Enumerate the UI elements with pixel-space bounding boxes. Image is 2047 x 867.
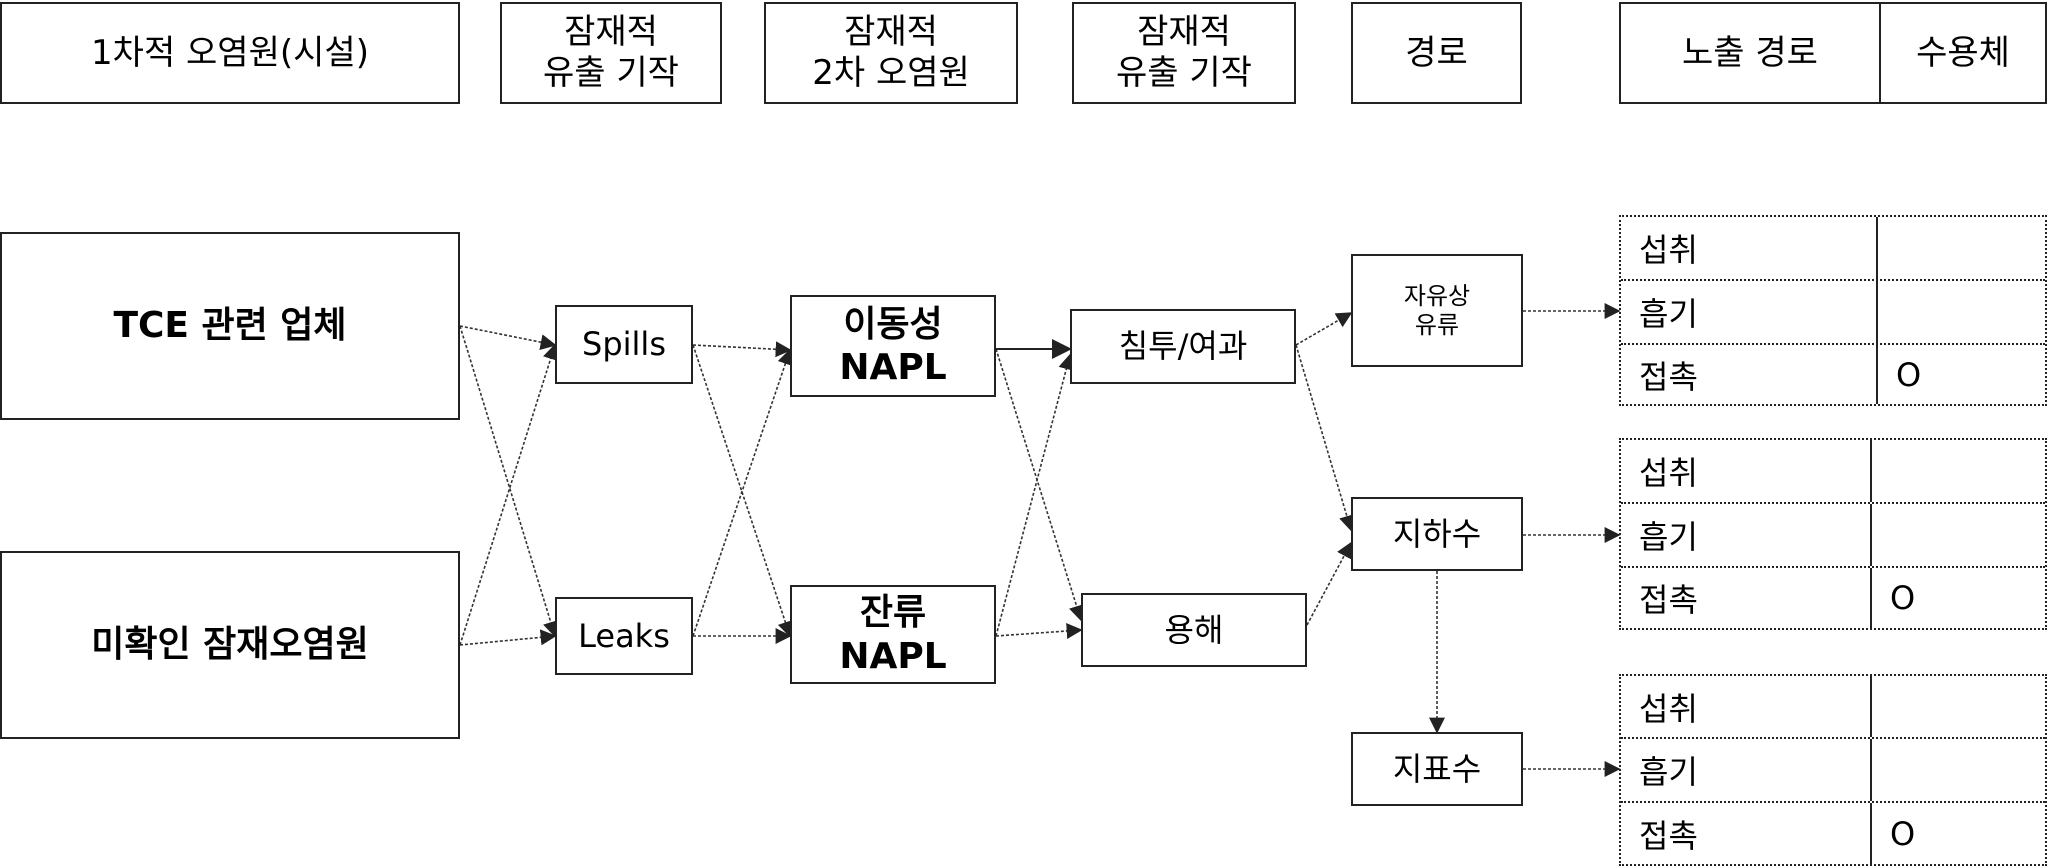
pathway-surface-water: 지표수: [1351, 732, 1523, 806]
exposure-table-free-phase: 섭취 흡기 접촉 O: [1619, 215, 2047, 406]
mechanism-spills: Spills: [555, 305, 693, 384]
node-label: 미확인 잠재오염원: [91, 624, 369, 666]
route-cell: 섭취: [1621, 217, 1878, 279]
header-label: 경로: [1405, 32, 1468, 73]
arrow-tce-spills: [459, 325, 557, 351]
source-unknown: 미확인 잠재오염원: [0, 551, 460, 739]
mark-cell: O: [1890, 579, 1916, 617]
arrow-residual-infiltration: [995, 353, 1075, 637]
node-label: 지표수: [1392, 749, 1482, 788]
node-label: 잔류: [859, 592, 927, 634]
arrow-tce-leaks: [459, 325, 559, 638]
mark-cell: [1878, 281, 2045, 343]
header-primary-source: 1차적 오염원(시설): [0, 2, 460, 104]
table-row: 흡기: [1621, 739, 2045, 803]
node-label: NAPL: [839, 347, 947, 388]
header-exposure-receptor: 노출 경로 수용체: [1619, 2, 2047, 104]
route-cell: 접촉: [1621, 345, 1878, 404]
table-row: 흡기: [1621, 281, 2045, 345]
arrow-spills-residual: [692, 344, 794, 638]
arrow-leaks-mobile: [692, 348, 793, 637]
header-exposure-route: 노출 경로: [1682, 32, 1818, 73]
table-row: 섭취: [1621, 676, 2045, 739]
table-row: 접촉 O: [1621, 803, 2045, 864]
node-label: NAPL: [839, 635, 947, 677]
arrow-infiltration-freephase: [1295, 312, 1353, 346]
mark-cell: O: [1896, 355, 1922, 394]
node-label: 이동성: [843, 303, 943, 345]
route-cell: 흡기: [1621, 504, 1872, 566]
table-row: 접촉 O: [1621, 345, 2045, 404]
arrow-spills-mobile: [692, 341, 792, 358]
node-label: 유류: [1414, 310, 1460, 339]
route-cell: 섭취: [1621, 676, 1872, 737]
exposure-table-groundwater: 섭취 흡기 접촉 O: [1619, 438, 2047, 630]
header-pathway: 경로: [1351, 2, 1522, 104]
process-dissolution: 용해: [1081, 593, 1307, 667]
node-label: Spills: [582, 325, 666, 364]
exposure-table-surface-water: 섭취 흡기 접촉 O: [1619, 674, 2047, 866]
header-label: 유출 기작: [1116, 53, 1252, 93]
node-label: 용해: [1164, 610, 1224, 649]
route-cell: 섭취: [1621, 440, 1872, 502]
route-cell: 흡기: [1621, 739, 1872, 801]
arrow-unknown-spills: [459, 343, 559, 646]
header-label: 1차적 오염원(시설): [91, 32, 369, 73]
header-label: 잠재적: [844, 12, 938, 53]
table-row: 섭취: [1621, 217, 2045, 281]
route-cell: 접촉: [1621, 803, 1872, 864]
route-cell: 흡기: [1621, 281, 1878, 343]
arrow-unknown-leaks: [459, 629, 557, 646]
mark-cell: [1878, 217, 2045, 279]
node-label: 자유상: [1403, 281, 1471, 310]
header-receptor: 수용체: [1879, 4, 2045, 102]
mark-cell: [1872, 504, 2045, 566]
mark-cell: O: [1890, 814, 1916, 853]
pathway-groundwater: 지하수: [1351, 497, 1523, 571]
mark-cell: [1872, 676, 2045, 737]
process-infiltration: 침투/여과: [1070, 309, 1296, 384]
arrow-dissolution-groundwater: [1306, 541, 1352, 626]
header-label: 유출 기작: [543, 53, 679, 93]
route-cell: 접촉: [1621, 568, 1872, 628]
header-label: 2차 오염원: [812, 53, 970, 93]
table-row: 접촉 O: [1621, 568, 2045, 628]
mark-cell: [1872, 739, 2045, 801]
node-label: TCE 관련 업체: [113, 305, 347, 347]
arrow-mobile-dissolution: [995, 348, 1085, 622]
node-label: 침투/여과: [1118, 327, 1248, 366]
table-row: 흡기: [1621, 504, 2045, 568]
header-label: 잠재적: [1137, 12, 1231, 53]
arrow-residual-dissolution: [995, 623, 1083, 639]
node-label: 지하수: [1392, 514, 1482, 553]
header-label: 잠재적: [564, 12, 658, 53]
arrow-infiltration-groundwater: [1295, 344, 1355, 532]
mechanism-leaks: Leaks: [555, 597, 693, 675]
table-row: 섭취: [1621, 440, 2045, 504]
mark-cell: [1872, 440, 2045, 502]
node-label: Leaks: [578, 616, 670, 655]
source-tce-company: TCE 관련 업체: [0, 232, 460, 420]
